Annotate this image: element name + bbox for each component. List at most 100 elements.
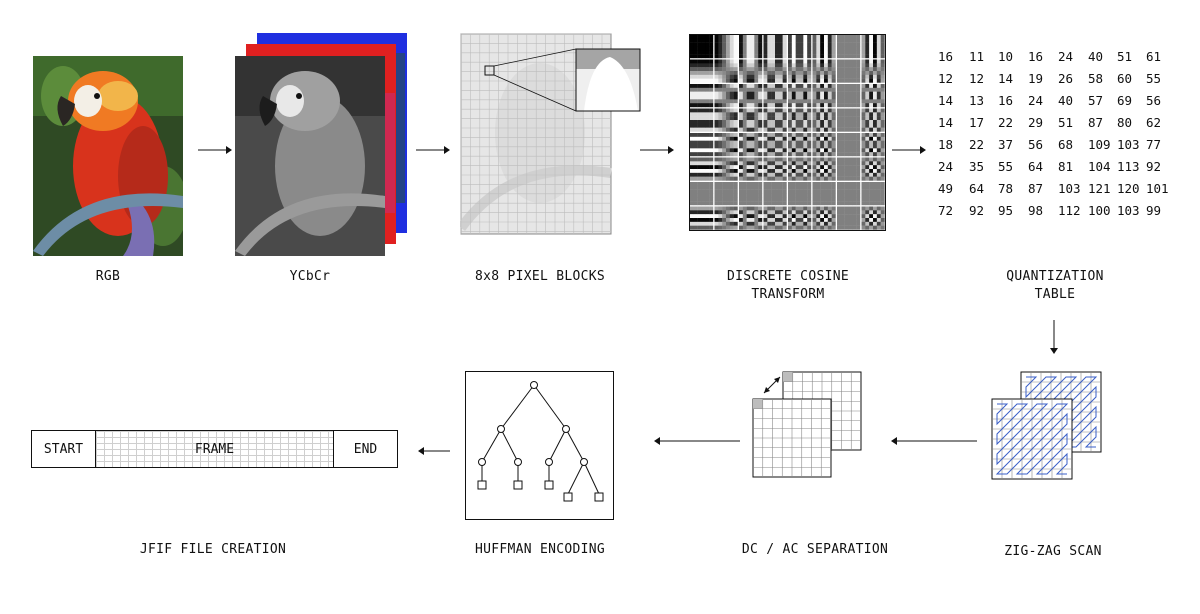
quant-value: 29: [1028, 115, 1043, 130]
dct-basis-cell: [861, 182, 885, 206]
quant-value: 22: [998, 115, 1013, 130]
arrow-zigzag-to-dcac: [891, 437, 977, 445]
quant-value: 87: [1088, 115, 1103, 130]
dct-basis-cell: [812, 206, 836, 230]
label-dcac: DC / AC SEPARATION: [741, 542, 889, 557]
zigzag-block-front: [991, 398, 1073, 480]
dct-basis-cell: [812, 59, 836, 83]
quant-value: 109: [1088, 137, 1111, 152]
block-zoom-view: [575, 48, 641, 112]
dct-basis-cell: [714, 182, 738, 206]
huffman-node: [580, 458, 588, 466]
quant-value: 81: [1058, 159, 1073, 174]
arrow-dct-to-quant: [892, 146, 926, 154]
quant-value: 10: [998, 49, 1013, 64]
quant-value: 68: [1058, 137, 1073, 152]
quant-value: 13: [969, 93, 984, 108]
label-dct-line1: DISCRETE COSINE: [727, 269, 849, 284]
huffman-leaf: [477, 480, 487, 490]
dct-basis-cell: [837, 59, 861, 83]
huffman-node: [545, 458, 553, 466]
dct-basis-cell: [837, 157, 861, 181]
quant-value: 113: [1117, 159, 1140, 174]
quant-value: 16: [938, 49, 953, 64]
quant-value: 24: [938, 159, 953, 174]
label-quant-line2: TABLE: [1034, 287, 1076, 302]
dct-basis-cell: [714, 206, 738, 230]
quant-value: 37: [998, 137, 1013, 152]
dct-basis-cell: [837, 182, 861, 206]
quant-value: 78: [998, 181, 1013, 196]
dct-basis-cell: [739, 133, 763, 157]
dct-basis-cell: [788, 59, 812, 83]
ycbcr-channel-stack: [235, 33, 407, 256]
dct-basis-cell: [714, 157, 738, 181]
label-dct-line2: TRANSFORM: [751, 287, 825, 302]
dct-basis-cell: [861, 108, 885, 132]
huffman-node: [562, 425, 570, 433]
quant-value: 98: [1028, 203, 1043, 218]
dct-basis-cell: [763, 157, 787, 181]
dct-basis-cell: [714, 133, 738, 157]
dct-basis-cell: [714, 35, 738, 59]
dct-basis-cell: [812, 108, 836, 132]
label-jfif: JFIF FILE CREATION: [139, 542, 287, 557]
dct-basis-cell: [690, 206, 714, 230]
huffman-leaf: [594, 492, 604, 502]
zigzag-scan-blocks: [991, 371, 1102, 480]
dct-basis-cell: [788, 206, 812, 230]
dct-basis-cell: [690, 133, 714, 157]
dct-basis-cell: [861, 133, 885, 157]
quant-value: 61: [1146, 49, 1161, 64]
quant-value: 49: [938, 181, 953, 196]
jfif-file-bar: START FRAME END: [31, 430, 398, 468]
quant-value: 55: [1146, 71, 1161, 86]
dct-basis-cell: [763, 133, 787, 157]
quant-value: 99: [1146, 203, 1161, 218]
arrow-dcac-to-huffman: [654, 437, 740, 445]
dct-basis-cell: [861, 35, 885, 59]
quant-value: 104: [1088, 159, 1111, 174]
quant-value: 51: [1058, 115, 1073, 130]
dct-basis-cell: [837, 108, 861, 132]
quant-value: 103: [1117, 137, 1140, 152]
label-ycbcr: YCbCr: [289, 269, 331, 284]
quant-value: 24: [1058, 49, 1073, 64]
dct-basis-cell: [763, 108, 787, 132]
quant-value: 14: [998, 71, 1013, 86]
dct-basis-cell: [690, 108, 714, 132]
quant-value: 92: [969, 203, 984, 218]
dct-basis-cell: [714, 84, 738, 108]
quant-value: 51: [1117, 49, 1132, 64]
dct-basis-cell: [812, 84, 836, 108]
dct-basis-cell: [739, 108, 763, 132]
quant-value: 14: [938, 93, 953, 108]
rgb-parrot-image: [33, 56, 183, 256]
huffman-node: [514, 458, 522, 466]
dct-basis-cell: [861, 84, 885, 108]
quant-value: 22: [969, 137, 984, 152]
dct-basis-cell: [788, 108, 812, 132]
dct-basis-cell: [837, 133, 861, 157]
jfif-frame-segment: FRAME: [96, 431, 333, 467]
quant-value: 112: [1058, 203, 1081, 218]
dct-basis-cell: [812, 133, 836, 157]
huffman-root-node: [530, 381, 538, 389]
quant-value: 95: [998, 203, 1013, 218]
dc-block: [752, 398, 832, 478]
dct-basis-grid: [689, 34, 886, 231]
arrow-rgb-to-ycbcr: [198, 146, 232, 154]
dct-basis-cell: [788, 133, 812, 157]
quant-value: 56: [1028, 137, 1043, 152]
quant-value: 16: [1028, 49, 1043, 64]
quant-value: 121: [1088, 181, 1111, 196]
quant-value: 12: [938, 71, 953, 86]
dct-basis-cell: [739, 84, 763, 108]
quant-value: 58: [1088, 71, 1103, 86]
jfif-end-segment: END: [333, 431, 397, 467]
dct-basis-cell: [739, 206, 763, 230]
quant-value: 101: [1146, 181, 1169, 196]
label-huffman: HUFFMAN ENCODING: [474, 542, 606, 557]
quant-value: 11: [969, 49, 984, 64]
quant-value: 56: [1146, 93, 1161, 108]
